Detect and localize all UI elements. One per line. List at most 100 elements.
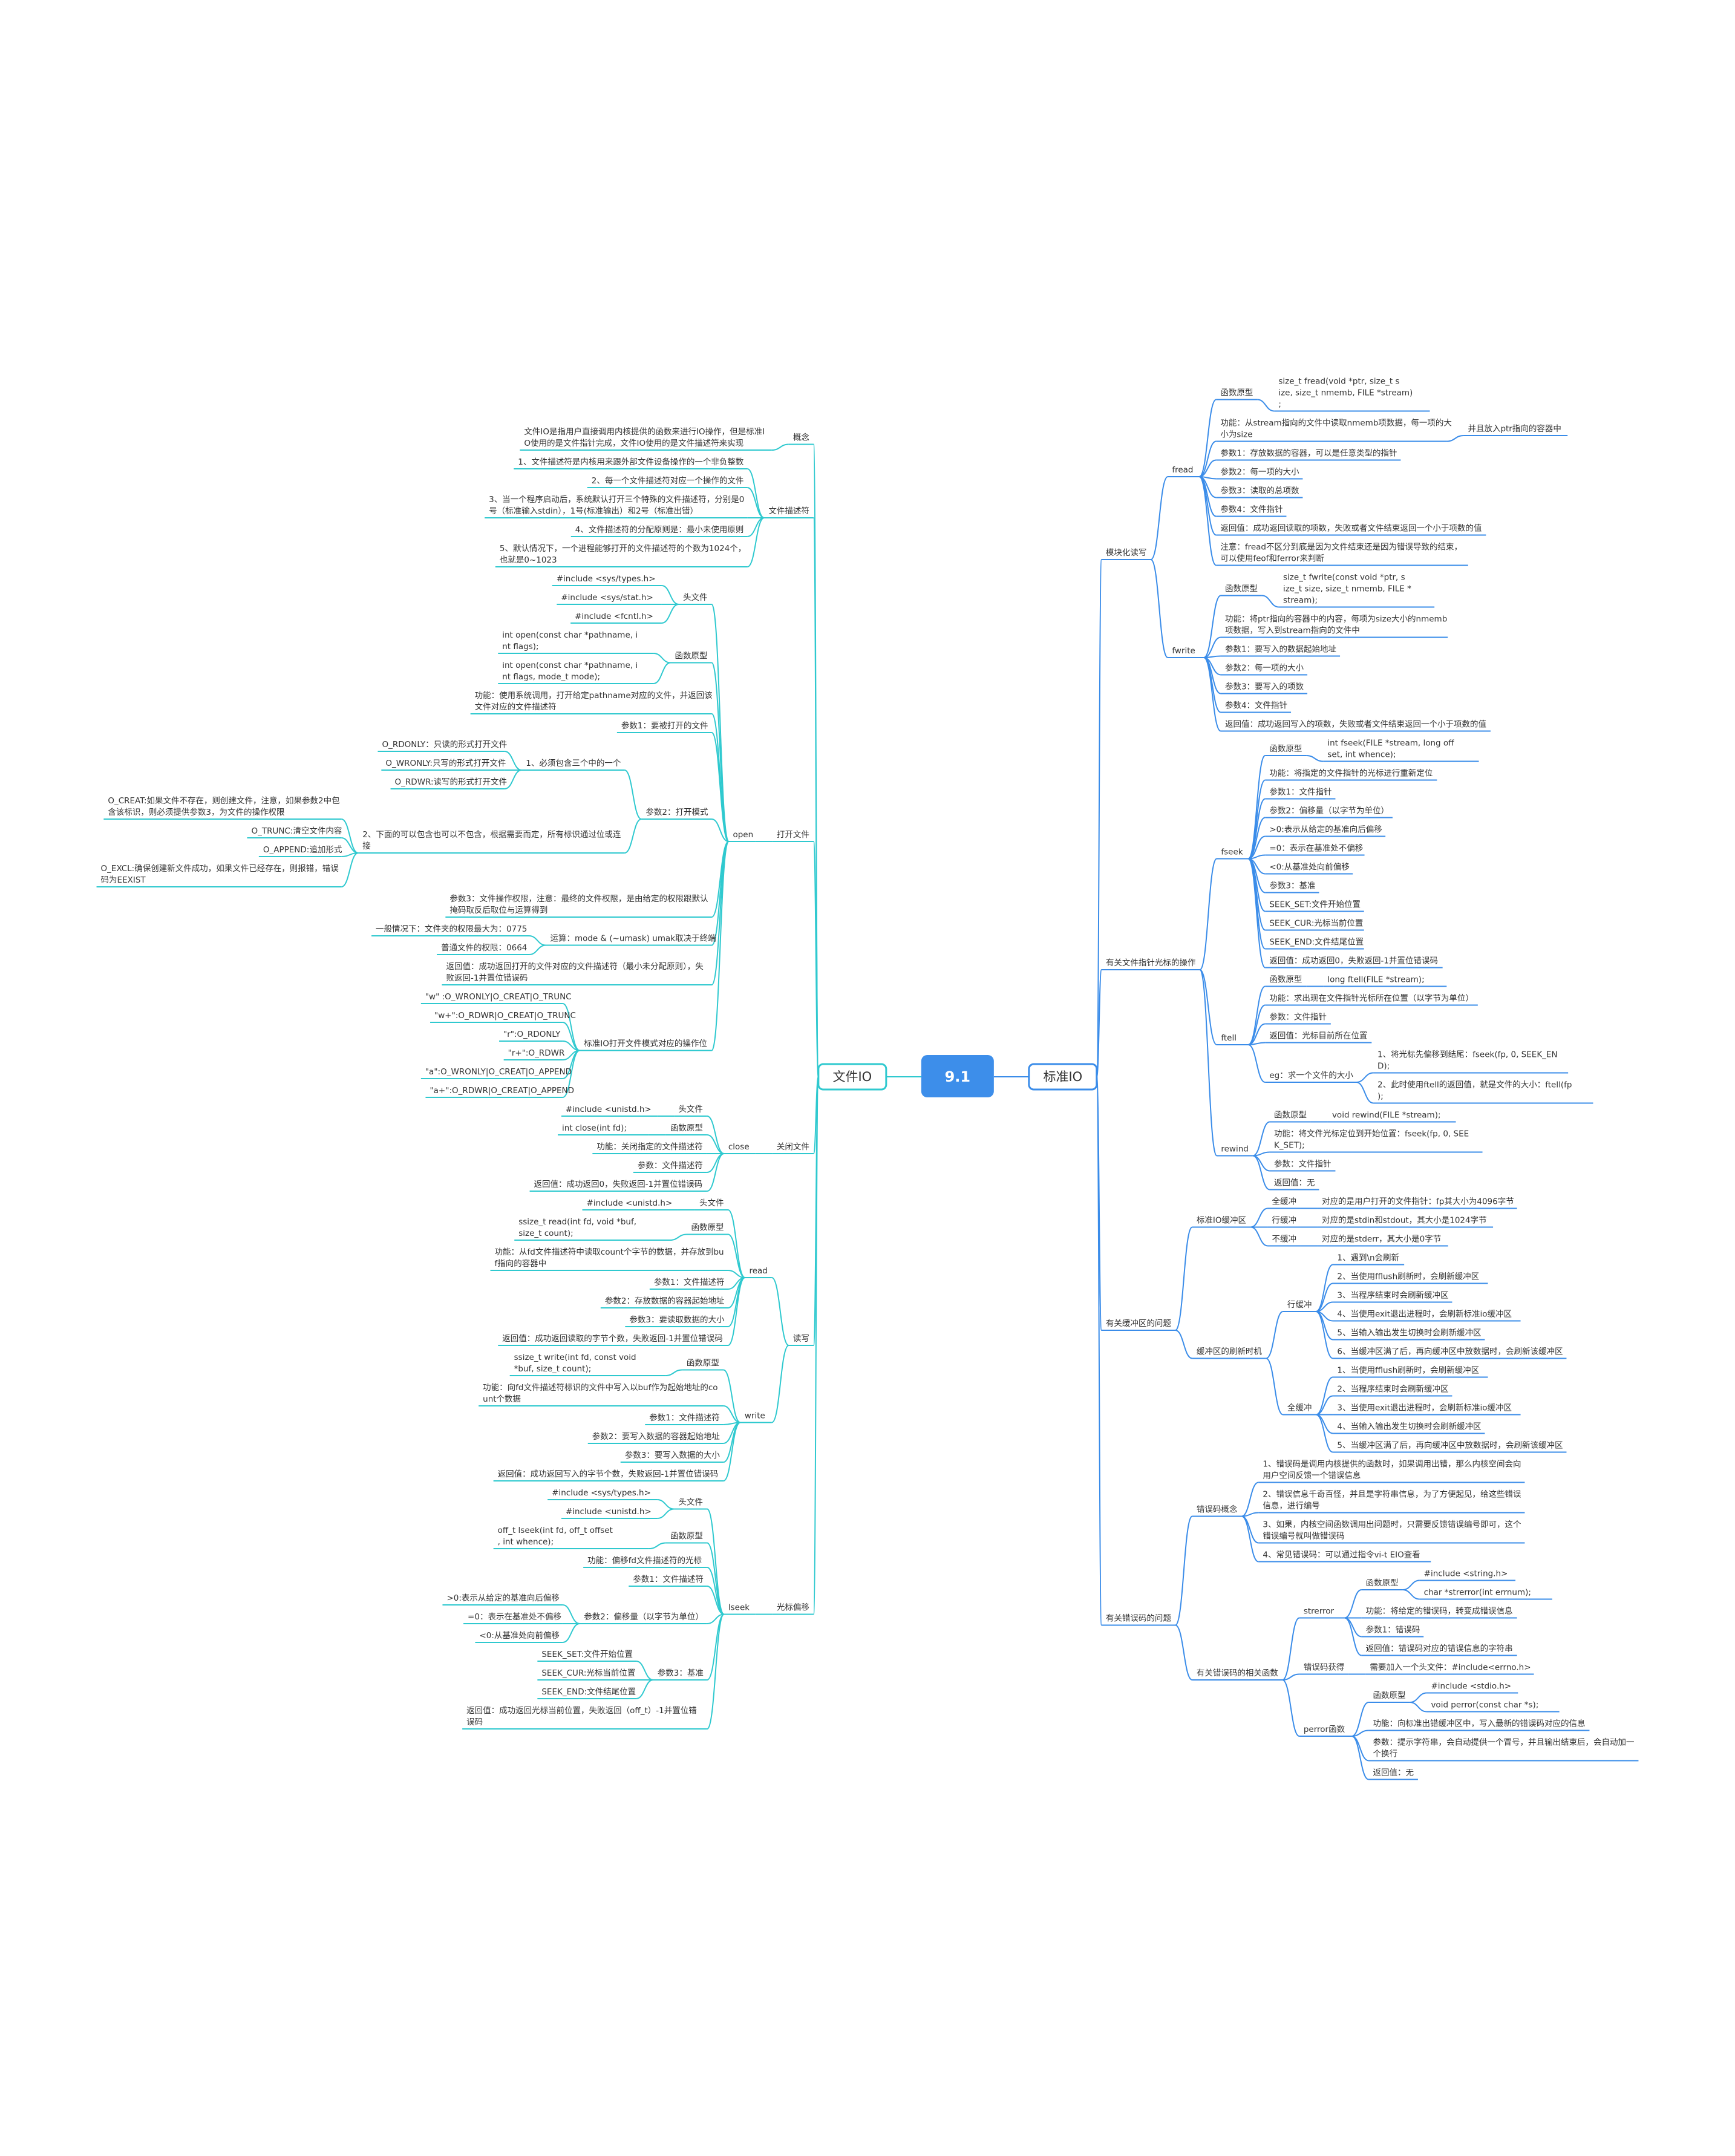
left-topic-3-0-0[interactable]: 头文件 [674,1105,707,1117]
right-topic-3-1-2-0[interactable]: 函数原型 [1368,1691,1410,1703]
right-topic-3-1-1[interactable]: 错误码获得 [1299,1662,1349,1675]
left-topic-2-0-1[interactable]: 函数原型 [670,652,712,664]
left-topic-4-0-6[interactable]: 返回值：成功返回读取的字节个数，失败返回-1并置位错误码 [498,1334,728,1346]
right-topic-1-0-3[interactable]: 参数2：偏移量（以字节为单位） [1265,806,1393,818]
left-topic-3-0-2[interactable]: 功能：关闭指定的文件描述符 [592,1142,707,1154]
right-topic-2-1-0-5[interactable]: 6、当缓冲区满了后，再向缓冲区中放数据时，会刷新该缓冲区 [1333,1347,1567,1359]
left-topic-1-0[interactable]: 1、文件描述符是内核用来跟外部文件设备操作的一个非负整数 [514,457,748,469]
left-topic-5-0-4[interactable]: 参数2：偏移量（以字节为单位） [580,1612,707,1624]
left-topic-2-0-5[interactable]: 参数3：文件操作权限，注意：最终的文件权限，是由给定的权限跟默认掩码取反后取位与… [445,893,712,918]
left-topic-4-1-2[interactable]: 参数1：文件描述符 [645,1413,724,1425]
right-topic-1-2[interactable]: rewind [1217,1145,1253,1157]
left-topic-4-1-0[interactable]: 函数原型 [682,1359,724,1371]
right-topic-0-0-7[interactable]: 注意：fread不区分到底是因为文件结束还是因为错误导致的结束，可以使用feof… [1216,542,1468,566]
right-topic-3-1-2-0-1[interactable]: void perror(const char *s); [1426,1700,1560,1713]
root-topic[interactable]: 9.1 [921,1055,994,1097]
left-topic-2-0-4-1-2[interactable]: O_APPEND:追加形式 [258,845,342,857]
left-topic-5-0-2[interactable]: 功能：偏移fd文件描述符的光标 [583,1556,707,1568]
left-topic-5-0-0[interactable]: 头文件 [674,1498,707,1510]
right-topic-0-0-1-0[interactable]: 并且放入ptr指向的容器中 [1463,423,1568,436]
left-topic-0-0[interactable]: 文件IO是指用户直接调用内核提供的函数来进行IO操作，但是标准IO使用的是文件指… [520,426,772,451]
left-topic-2-0-1-0[interactable]: int open(const char *pathname, int flags… [498,630,654,654]
right-topic-3-0-3[interactable]: 4、常见错误码：可以通过指令vi-t EIO查看 [1258,1550,1431,1563]
left-topic-2-0-6-0[interactable]: 一般情况下：文件夹的权限最大为：0775 [371,924,529,936]
right-topic-2-1-0-2[interactable]: 3、当程序结束时会刷新缓冲区 [1333,1291,1452,1303]
left-topic-3-0[interactable]: close [724,1142,756,1154]
right-topic-3-1-2[interactable]: perror函数 [1299,1725,1352,1737]
right-topic-1-0-5[interactable]: =0：表示在基准处不偏移 [1265,843,1365,856]
right-topic-1-2-0[interactable]: 函数原型 [1269,1111,1311,1123]
right-topic-0-0[interactable]: fread [1168,465,1200,477]
right-topic-3-0[interactable]: 错误码概念 [1192,1504,1242,1517]
left-topic-5-0-6[interactable]: 返回值：成功返回光标当前位置，失败返回（off_t）-1并置位错误码 [462,1705,707,1730]
branch-standard-io[interactable]: 标准IO [1028,1063,1098,1091]
left-topic-5-0-4-0[interactable]: >0:表示从给定的基准向后偏移 [442,1593,563,1606]
left-topic-5-0-5-1[interactable]: SEEK_CUR:光标当前位置 [537,1668,636,1681]
right-topic-0-0-5[interactable]: 参数4：文件指针 [1216,505,1287,517]
branch-file-io[interactable]: 文件IO [817,1063,887,1091]
right-topic-2-1-0[interactable]: 行缓冲 [1282,1300,1316,1312]
right-topic-1-1-4-1[interactable]: 2、此时使用ftell的返回值，就是文件的大小：ftell(fp); [1373,1080,1593,1104]
right-topic-0-1-5[interactable]: 参数4：文件指针 [1220,701,1292,713]
left-topic-4-1-5[interactable]: 返回值：成功返回写入的字节个数，失败返回-1并置位错误码 [493,1469,724,1481]
right-topic-2-1-1-4[interactable]: 5、当缓冲区满了后，再向缓冲区中放数据时，会刷新该缓冲区 [1333,1441,1567,1453]
right-topic-2-1-1-0[interactable]: 1、当使用fflush刷新时，会刷新缓冲区 [1333,1365,1488,1378]
right-topic-2-1-0-0[interactable]: 1、遇到\n会刷新 [1333,1253,1405,1266]
right-topic-1-1-0[interactable]: 函数原型 [1265,975,1307,987]
right-topic-3-1-0-3[interactable]: 返回值：错误码对应的错误信息的字符串 [1361,1644,1517,1656]
left-topic-4[interactable]: 读写 [788,1334,814,1346]
right-topic-1-0-9[interactable]: SEEK_CUR:光标当前位置 [1265,918,1364,931]
left-topic-5-0-4-1[interactable]: =0：表示在基准处不偏移 [463,1612,563,1624]
left-topic-5-0-1[interactable]: 函数原型 [665,1532,707,1544]
right-topic-0[interactable]: 模块化读写 [1101,548,1151,560]
right-topic-0-0-6[interactable]: 返回值：成功返回读取的项数，失败或者文件结束返回一个小于项数的值 [1216,524,1486,536]
left-topic-2-0-4[interactable]: 参数2：打开模式 [641,807,712,820]
right-topic-1-0-10[interactable]: SEEK_END:文件结尾位置 [1265,938,1364,950]
right-topic-0-0-0[interactable]: 函数原型 [1216,388,1258,400]
left-topic-2-0-8-0[interactable]: "w" :O_WRONLY|O_CREAT|O_TRUNC [420,992,572,1004]
right-topic-1-1-1[interactable]: 功能：求出现在文件指针光标所在位置（以字节为单位） [1265,994,1478,1006]
right-topic-1-1[interactable]: ftell [1217,1033,1249,1045]
left-topic-3-0-1-0[interactable]: int close(int fd); [558,1123,649,1135]
right-topic-3-1-2-0-0[interactable]: #include <stdio.h> [1426,1682,1518,1694]
right-topic-2-0-2[interactable]: 不缓冲 [1267,1235,1301,1247]
right-topic-1-0-8[interactable]: SEEK_SET:文件开始位置 [1265,900,1364,912]
right-topic-3[interactable]: 有关错误码的问题 [1101,1614,1175,1626]
right-topic-1-0-4[interactable]: >0:表示从给定的基准向后偏移 [1265,825,1386,837]
right-topic-1-1-4[interactable]: eg：求一个文件的大小 [1265,1071,1357,1083]
right-topic-1-2-0-0[interactable]: void rewind(FILE *stream); [1327,1111,1456,1123]
left-topic-2-0-8[interactable]: 标准IO打开文件模式对应的操作位 [580,1039,712,1051]
left-topic-4-0-3[interactable]: 参数1：文件描述符 [649,1277,728,1290]
right-topic-3-1[interactable]: 有关错误码的相关函数 [1192,1668,1282,1681]
root-node-box[interactable] [921,1055,994,1097]
left-topic-2-0-0[interactable]: 头文件 [678,593,712,605]
right-topic-3-1-0-1[interactable]: 功能：将给定的错误码，转变成错误信息 [1361,1606,1517,1619]
right-topic-1[interactable]: 有关文件指针光标的操作 [1101,958,1200,970]
left-topic-2-0-4-1-1[interactable]: O_TRUNC:清空文件内容 [247,826,342,838]
right-topic-1-0-1[interactable]: 功能：将指定的文件指针的光标进行重新定位 [1265,769,1437,781]
right-topic-2-0-2-0[interactable]: 对应的是stderr，其大小是0字节 [1318,1234,1448,1247]
right-topic-2-1-0-4[interactable]: 5、当输入输出发生切换时会刷新缓冲区 [1333,1328,1485,1341]
right-topic-1-2-3[interactable]: 返回值：无 [1269,1178,1319,1191]
right-topic-0-1-0[interactable]: 函数原型 [1220,584,1262,596]
left-topic-2[interactable]: 打开文件 [772,829,814,842]
right-topic-3-1-1-0[interactable]: 需要加入一个头文件：#include<errno.h> [1365,1663,1534,1675]
left-topic-3[interactable]: 关闭文件 [772,1142,814,1154]
right-topic-2-1[interactable]: 缓冲区的刷新时机 [1192,1347,1266,1359]
right-topic-3-0-0[interactable]: 1、错误码是调用内核提供的函数时，如果调用出错，那么内核空间会向用户空间反馈一个… [1258,1460,1525,1483]
right-topic-1-0-0[interactable]: 函数原型 [1265,744,1307,756]
right-topic-0-0-2[interactable]: 参数1：存放数据的容器，可以是任意类型的指针 [1216,448,1401,461]
left-topic-4-0[interactable]: read [745,1266,772,1278]
left-topic-2-0-6-1[interactable]: 普通文件的权限：0664 [437,942,529,955]
left-topic-4-0-1-0[interactable]: ssize_t read(int fd, void *buf, size_t c… [514,1217,670,1241]
right-topic-2-1-1-2[interactable]: 3、当使用exit退出进程时，会刷新标准io缓冲区 [1333,1403,1521,1416]
right-topic-0-1-1[interactable]: 功能：将ptr指向的容器中的内容，每项为size大小的nmemb项数据，写入到s… [1220,614,1448,638]
left-topic-0[interactable]: 概念 [788,433,814,445]
left-topic-5-0[interactable]: lseek [724,1603,756,1615]
right-topic-2[interactable]: 有关缓冲区的问题 [1101,1319,1175,1331]
right-topic-3-1-0[interactable]: strerror [1299,1607,1345,1619]
